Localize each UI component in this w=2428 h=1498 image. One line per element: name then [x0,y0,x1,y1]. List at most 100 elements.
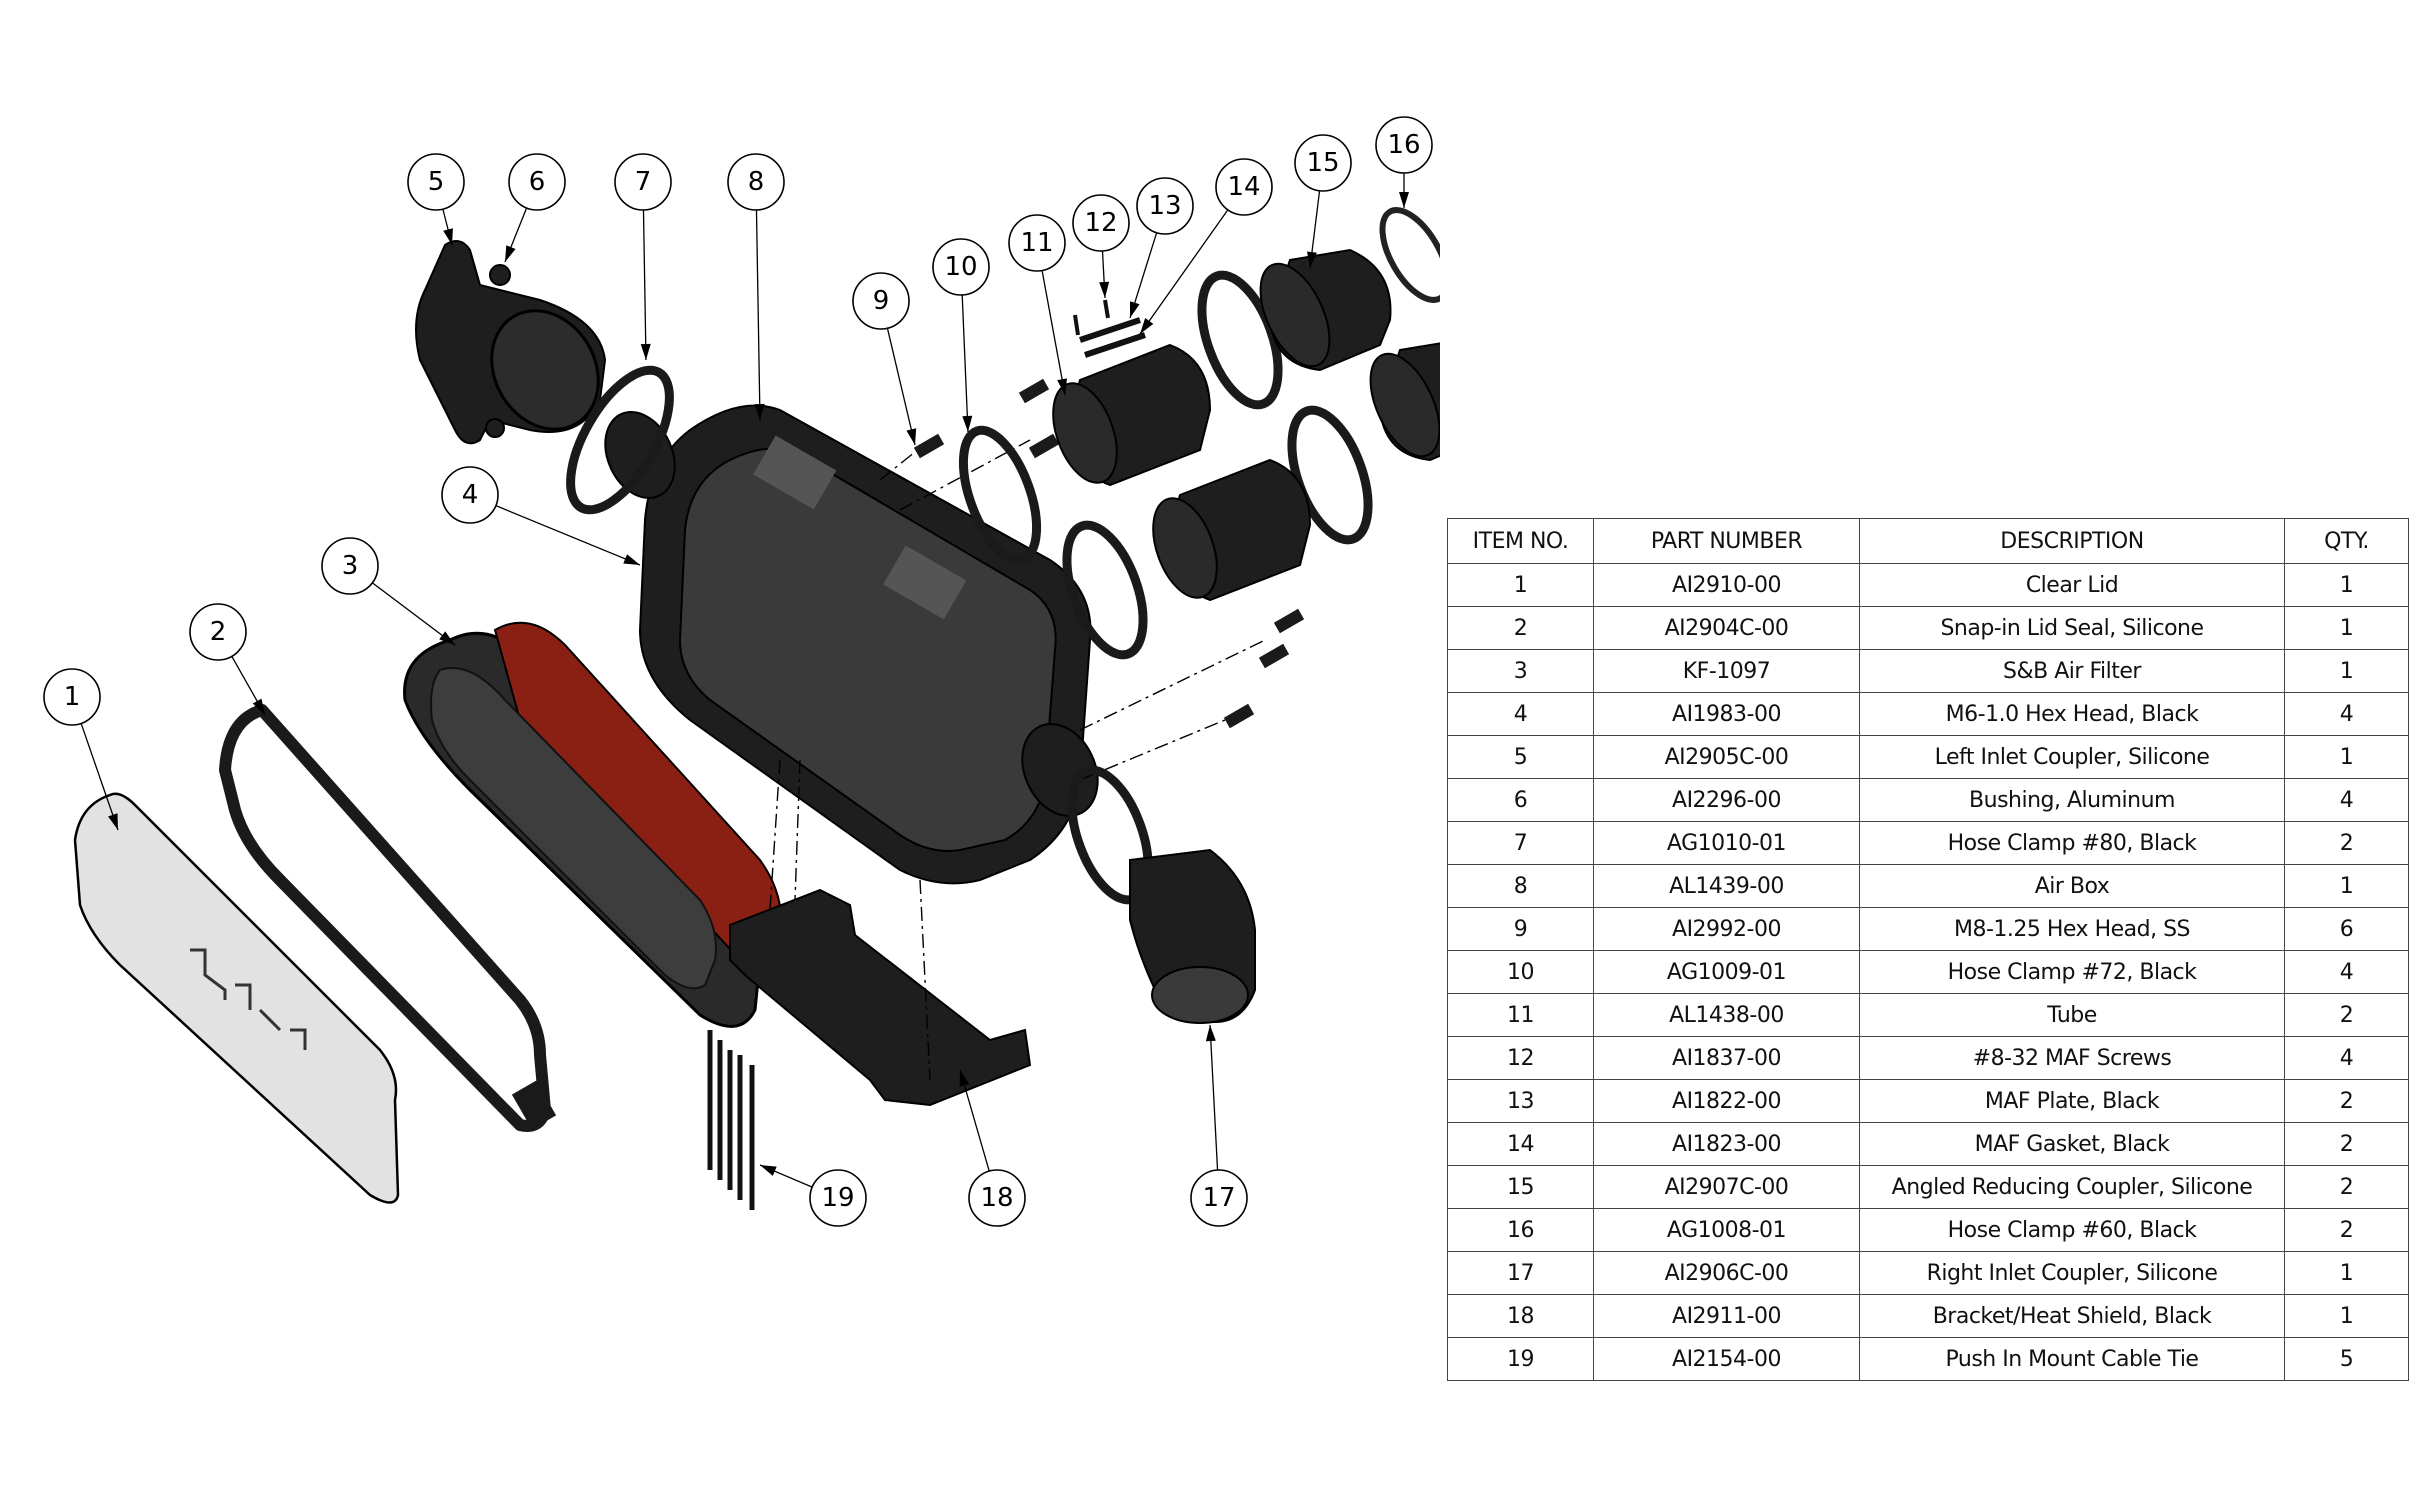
leader-line-3 [371,582,456,646]
cell-description: #8-32 MAF Screws [1859,1036,2285,1080]
part-angled-reducing-coupler [1259,248,1440,462]
callout-balloon-3: 3 [321,537,379,595]
callout-number: 19 [821,1183,854,1213]
cell-part-number: AL1439-00 [1593,864,1860,908]
cell-item-no: 8 [1447,864,1594,908]
leader-arrowhead [108,813,118,830]
cell-qty: 4 [2284,692,2409,736]
cell-qty: 4 [2284,950,2409,994]
callout-number: 10 [944,252,977,282]
leader-arrowhead [1307,251,1317,268]
callout-balloon-8: 8 [727,153,785,211]
cell-description: M8-1.25 Hex Head, SS [1859,907,2285,951]
callout-balloon-11: 11 [1008,214,1066,272]
cell-item-no: 17 [1447,1251,1594,1295]
cell-part-number: KF-1097 [1593,649,1860,693]
cell-item-no: 1 [1447,563,1594,607]
callout-balloon-17: 17 [1190,1169,1248,1227]
callout-balloon-9: 9 [852,272,910,330]
cell-description: S&B Air Filter [1859,649,2285,693]
cell-description: Hose Clamp #72, Black [1859,950,2285,994]
leader-arrowhead [1140,318,1154,334]
callout-balloon-14: 14 [1215,158,1273,216]
cell-description: Left Inlet Coupler, Silicone [1859,735,2285,779]
leader-arrowhead [443,228,453,245]
callout-number: 3 [342,551,359,581]
cell-part-number: AI2905C-00 [1593,735,1860,779]
cell-part-number: AI2904C-00 [1593,606,1860,650]
callout-number: 18 [980,1183,1013,1213]
cell-part-number: AI1983-00 [1593,692,1860,736]
leader-line-7 [642,209,647,361]
part-tube [1052,343,1312,602]
cell-description: Push In Mount Cable Tie [1859,1337,2285,1381]
cell-item-no: 3 [1447,649,1594,693]
cell-part-number: AG1009-01 [1593,950,1860,994]
cell-item-no: 14 [1447,1122,1594,1166]
leader-arrowhead [754,403,765,420]
leader-line-10 [961,294,969,433]
cell-item-no: 11 [1447,993,1594,1037]
cell-qty: 6 [2284,907,2409,951]
cell-item-no: 19 [1447,1337,1594,1381]
part-air-filter [403,621,782,1028]
part-hose-clamp-72 [958,425,1042,565]
leader-arrowhead [1057,378,1068,395]
cell-description: Bushing, Aluminum [1859,778,2285,822]
callout-balloon-4: 4 [441,466,499,524]
leader-lines [80,173,1409,1188]
cell-part-number: AI1822-00 [1593,1079,1860,1123]
cell-qty: 2 [2284,821,2409,865]
callout-number: 5 [428,167,445,197]
callout-number: 15 [1306,148,1339,178]
header-description: DESCRIPTION [1859,518,2285,564]
cell-description: M6-1.0 Hex Head, Black [1859,692,2285,736]
callout-balloon-10: 10 [932,238,990,296]
cell-qty: 2 [2284,1165,2409,1209]
leader-arrowhead [252,698,265,715]
logo-mark [190,948,307,1050]
cell-description: Snap-in Lid Seal, Silicone [1859,606,2285,650]
cell-qty: 1 [2284,1294,2409,1338]
cell-part-number: AL1438-00 [1593,993,1860,1037]
cell-qty: 2 [2284,1122,2409,1166]
cell-description: Bracket/Heat Shield, Black [1859,1294,2285,1338]
cell-item-no: 5 [1447,735,1594,779]
header-part-number: PART NUMBER [1593,518,1860,564]
leader-arrowhead [1205,1025,1216,1042]
leader-arrowhead [906,428,917,445]
cell-item-no: 15 [1447,1165,1594,1209]
leader-line-18 [959,1069,990,1172]
cell-description: Right Inlet Coupler, Silicone [1859,1251,2285,1295]
cell-part-number: AI2911-00 [1593,1294,1860,1338]
leader-line-17 [1209,1024,1219,1171]
cell-qty: 1 [2284,864,2409,908]
callout-number: 2 [210,617,227,647]
callout-number: 11 [1020,228,1053,258]
callout-number: 12 [1084,208,1117,238]
cell-item-no: 9 [1447,907,1594,951]
callout-balloon-6: 6 [508,153,566,211]
cell-qty: 4 [2284,1036,2409,1080]
cell-part-number: AI2906C-00 [1593,1251,1860,1295]
callout-balloon-7: 7 [614,153,672,211]
header-item-no: ITEM NO. [1447,518,1594,564]
cell-qty: 1 [2284,735,2409,779]
cell-description: Clear Lid [1859,563,2285,607]
leader-arrowhead [1130,301,1140,318]
cell-qty: 1 [2284,606,2409,650]
